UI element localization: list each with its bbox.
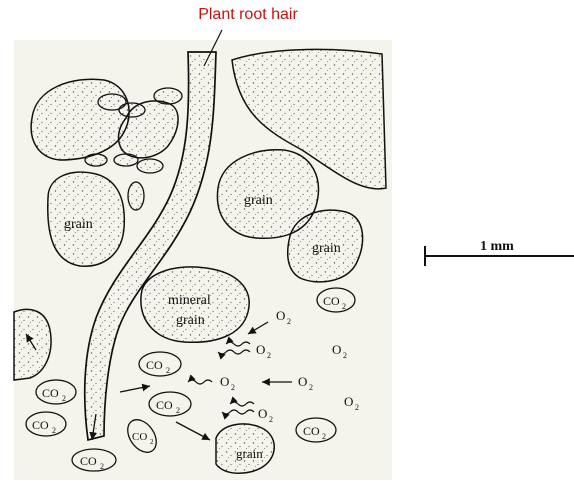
co2-subscript: 2	[322, 432, 326, 441]
co2-subscript: 2	[62, 394, 66, 403]
clay-particle	[85, 154, 107, 166]
svg-text:2: 2	[309, 383, 313, 392]
page-title: Plant root hair	[158, 6, 338, 24]
co2-subscript: 2	[176, 406, 180, 415]
clay-particle	[137, 159, 163, 173]
co2-label: CO	[32, 418, 49, 432]
mineral-grain-label-line2: grain	[176, 313, 205, 328]
scale-bar-label: 1 mm	[480, 239, 514, 254]
svg-text:O: O	[332, 342, 341, 357]
co2-bubble: CO 2	[317, 288, 355, 312]
svg-text:O: O	[220, 374, 229, 389]
svg-text:2: 2	[287, 317, 291, 326]
co2-subscript: 2	[166, 366, 170, 375]
co2-bubble: CO 2	[72, 449, 116, 471]
co2-subscript: 2	[342, 302, 346, 311]
svg-text:O: O	[258, 406, 267, 421]
svg-text:2: 2	[231, 383, 235, 392]
clay-particle	[128, 182, 144, 210]
mineral-grain-label-line1: mineral	[168, 293, 211, 308]
co2-subscript: 2	[52, 426, 56, 435]
co2-bubble: CO 2	[296, 418, 336, 442]
co2-label: CO	[303, 424, 320, 438]
co2-label: CO	[132, 431, 147, 443]
co2-bubble: CO 2	[149, 392, 191, 416]
svg-text:2: 2	[355, 403, 359, 412]
grain-label: grain	[312, 241, 341, 256]
co2-label: CO	[80, 454, 97, 468]
co2-bubble: CO 2	[26, 412, 66, 436]
co2-label: CO	[146, 358, 163, 372]
co2-subscript: 2	[100, 462, 104, 471]
co2-label: CO	[156, 398, 173, 412]
co2-bubble: CO 2	[139, 352, 181, 376]
svg-text:O: O	[276, 308, 285, 323]
grain-label: grain	[236, 446, 263, 461]
scale-bar: 1 mm	[424, 239, 574, 266]
co2-bubble: CO 2	[36, 380, 76, 404]
co2-subscript: 2	[150, 438, 154, 446]
svg-text:2: 2	[269, 415, 273, 424]
co2-label: CO	[323, 294, 340, 308]
grain-label: grain	[244, 193, 273, 208]
co2-label: CO	[42, 386, 59, 400]
svg-text:2: 2	[343, 351, 347, 360]
svg-text:2: 2	[267, 351, 271, 360]
svg-text:O: O	[344, 394, 353, 409]
svg-text:O: O	[256, 342, 265, 357]
grain-label: grain	[64, 217, 93, 232]
svg-text:O: O	[298, 374, 307, 389]
